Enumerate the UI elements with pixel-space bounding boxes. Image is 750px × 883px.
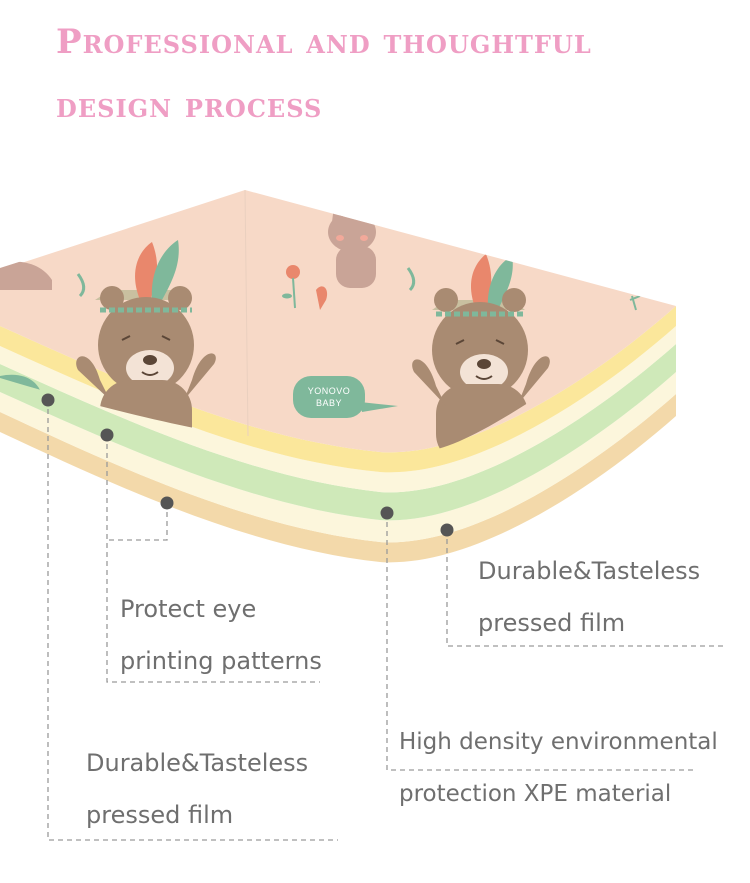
label-top-film-line2: pressed film [86, 801, 234, 829]
marker-dot-pattern [100, 428, 114, 442]
animal-fragment-illustration [0, 261, 52, 290]
bubble-text-line-2: BABY [316, 398, 342, 408]
flower-illustration [76, 265, 641, 311]
label-xpe: High density environmental protection XP… [399, 716, 718, 820]
label-bottom-film: Durable&Tasteless pressed film [478, 545, 700, 649]
marker-dot-pattern-lower [160, 496, 174, 510]
label-xpe-line2: protection XPE material [399, 781, 672, 807]
title-line-2: design process [56, 86, 323, 126]
marker-dot-top-film [41, 393, 55, 407]
marker-dot-bottom-film [440, 523, 454, 537]
label-pattern-line2: printing patterns [120, 647, 322, 675]
label-pattern: Protect eye printing patterns [120, 583, 322, 687]
layer-cream-upper [0, 326, 676, 493]
label-xpe-line1: High density environmental [399, 729, 718, 755]
brand-speech-bubble: YONOVO BABY [293, 376, 398, 418]
leader-line-top-film [47, 400, 338, 841]
layer-base [0, 394, 676, 563]
label-pattern-line1: Protect eye [120, 595, 257, 623]
marker-dot-xpe [380, 506, 394, 520]
bubble-text-line-1: YONOVO [308, 386, 351, 396]
label-bottom-film-line2: pressed film [478, 609, 626, 637]
leader-line-pattern [106, 435, 320, 683]
label-top-film-line1: Durable&Tasteless [86, 749, 309, 777]
label-bottom-film-line1: Durable&Tasteless [478, 557, 701, 585]
layer-yellow-film [0, 306, 676, 473]
title-line-1: Professional and thoughtful [56, 22, 592, 62]
fold-line [244, 189, 249, 437]
layer-cream-lower [0, 372, 676, 543]
leader-line-pattern-connector [108, 503, 168, 541]
label-top-film: Durable&Tasteless pressed film [86, 737, 308, 841]
layer-xpe-green [0, 344, 676, 521]
leader-line-xpe [386, 513, 697, 771]
leader-line-bottom-film [446, 530, 724, 647]
